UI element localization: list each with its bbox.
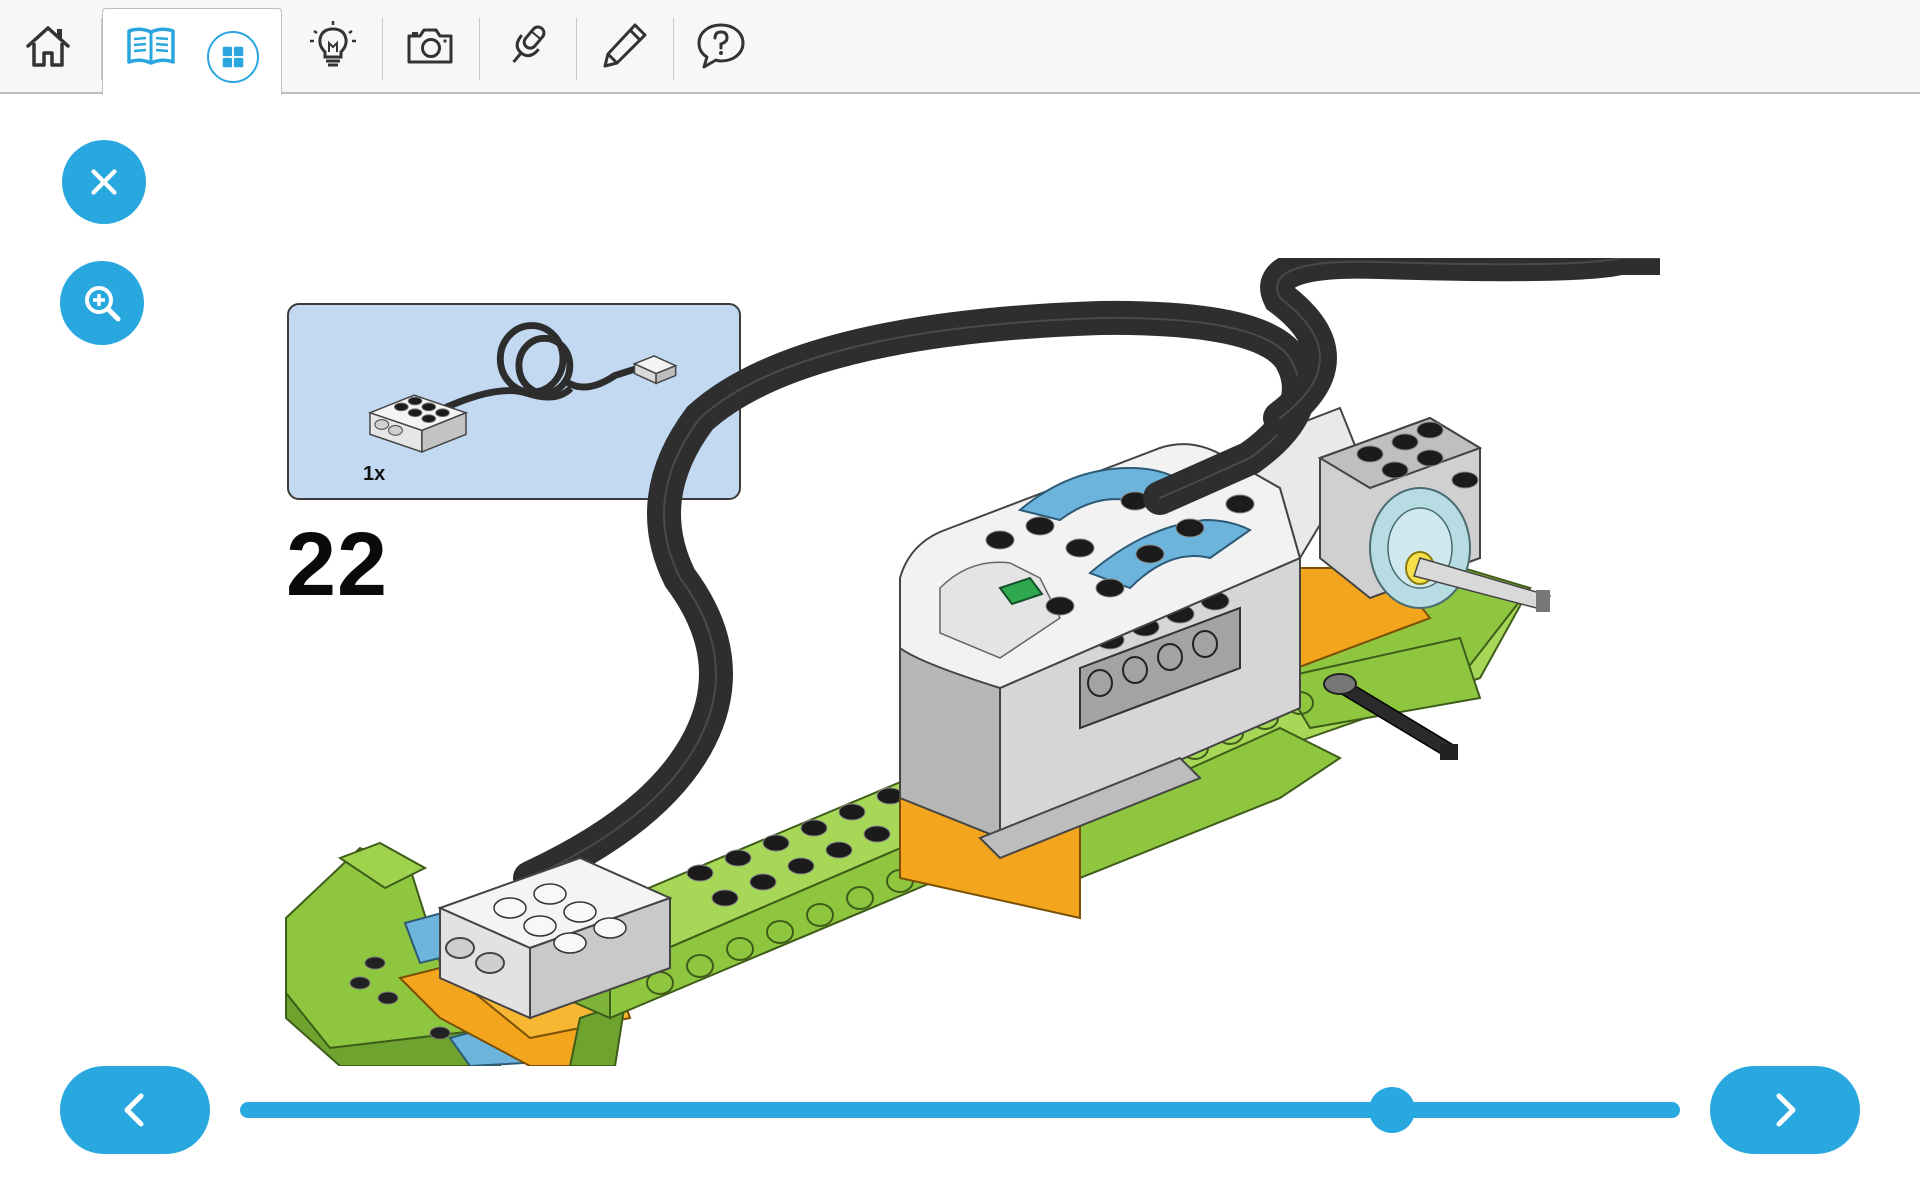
step-progress-thumb[interactable] [1369, 1087, 1415, 1133]
zoom-button[interactable] [60, 261, 144, 345]
sensor-cable [513, 258, 1660, 895]
model-illustration [285, 258, 1660, 1066]
close-button[interactable] [62, 140, 146, 224]
grid-icon [222, 46, 244, 68]
microphone-icon [512, 25, 546, 64]
motion-sensor [437, 856, 673, 1020]
close-icon [91, 169, 117, 195]
top-toolbar [0, 0, 1920, 95]
pencil-icon [603, 23, 647, 68]
ideas-button[interactable] [285, 0, 381, 92]
instructions-tab[interactable] [103, 0, 199, 92]
previous-step-button[interactable] [60, 1066, 210, 1154]
lightbulb-icon [310, 21, 356, 67]
camera-icon [407, 28, 453, 64]
motion-sensor-part [367, 322, 678, 454]
notes-button[interactable] [576, 0, 672, 92]
step-progress-track[interactable] [240, 1102, 1680, 1118]
zoom-in-icon [85, 286, 121, 322]
step-number: 22 [286, 515, 389, 615]
axle [1323, 673, 1458, 760]
next-step-button[interactable] [1710, 1066, 1860, 1154]
motor [1317, 416, 1552, 612]
record-audio-button[interactable] [479, 0, 575, 92]
chevron-right-icon [1776, 1093, 1796, 1127]
part-quantity: 1x [363, 463, 386, 485]
chevron-left-icon [124, 1093, 144, 1127]
grid-view-button[interactable] [207, 31, 259, 83]
speech-bubble-icon [697, 23, 745, 69]
help-button[interactable] [673, 0, 769, 92]
home-button[interactable] [0, 0, 96, 92]
home-icon [26, 26, 70, 67]
camera-button[interactable] [382, 0, 478, 92]
book-icon [127, 27, 175, 65]
